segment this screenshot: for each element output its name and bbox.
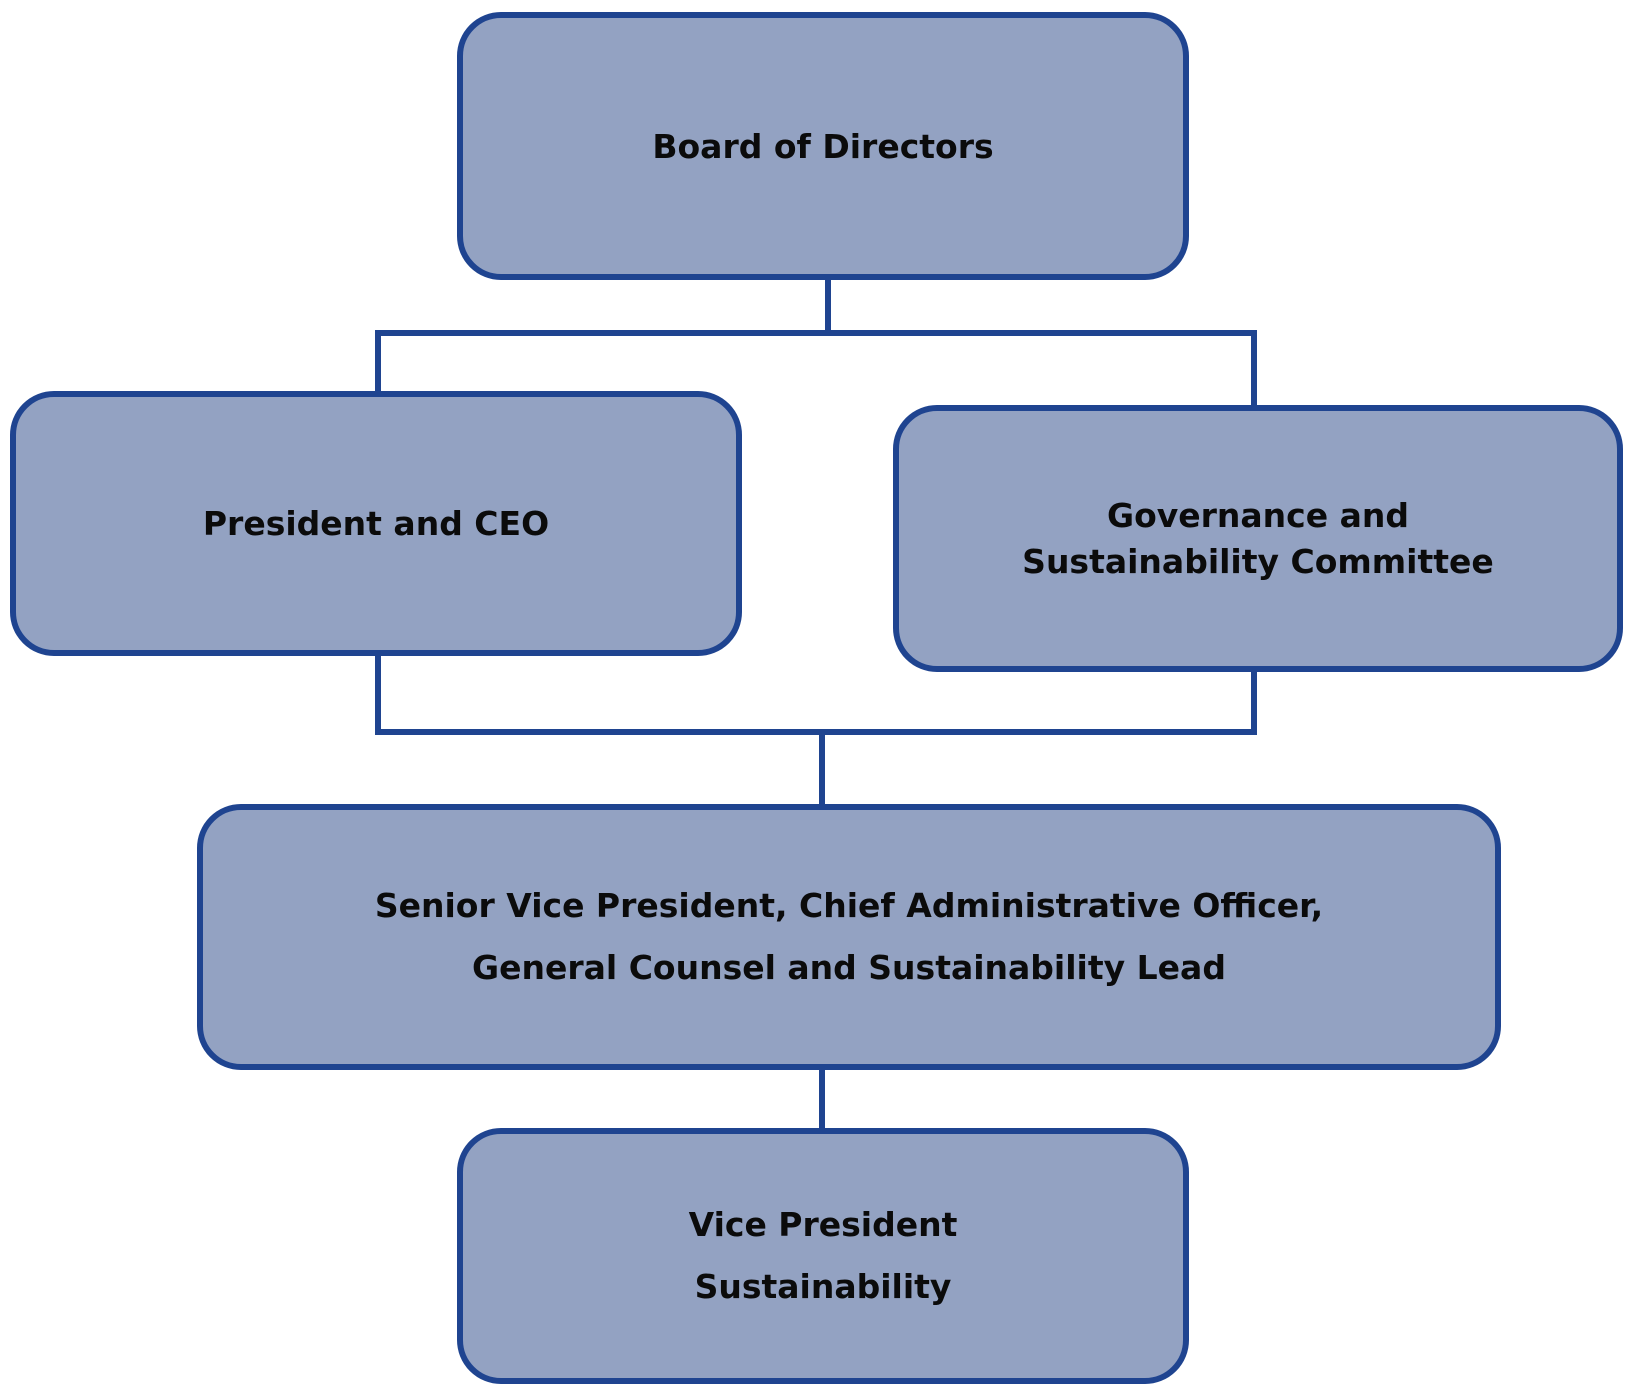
node-label-line2: General Counsel and Sustainability Lead	[472, 948, 1226, 987]
node-vice-president-sustainability: Vice President Sustainability	[457, 1128, 1189, 1384]
node-label: President and CEO	[202, 504, 550, 543]
node-label-line2: Sustainability Committee	[1022, 541, 1494, 581]
node-label: Board of Directors	[652, 126, 994, 166]
node-label-line2: Sustainability	[694, 1267, 952, 1306]
node-board-of-directors: Board of Directors	[457, 12, 1189, 280]
node-label-line1: Senior Vice President, Chief Administrat…	[374, 886, 1324, 925]
node-label-line1: Vice President	[688, 1205, 958, 1244]
node-president-ceo: President and CEO	[10, 391, 742, 656]
node-label-line1: Governance and	[1106, 495, 1409, 535]
node-governance-committee: Governance and Sustainability Committee	[893, 405, 1623, 672]
node-senior-vice-president: Senior Vice President, Chief Administrat…	[197, 804, 1501, 1070]
